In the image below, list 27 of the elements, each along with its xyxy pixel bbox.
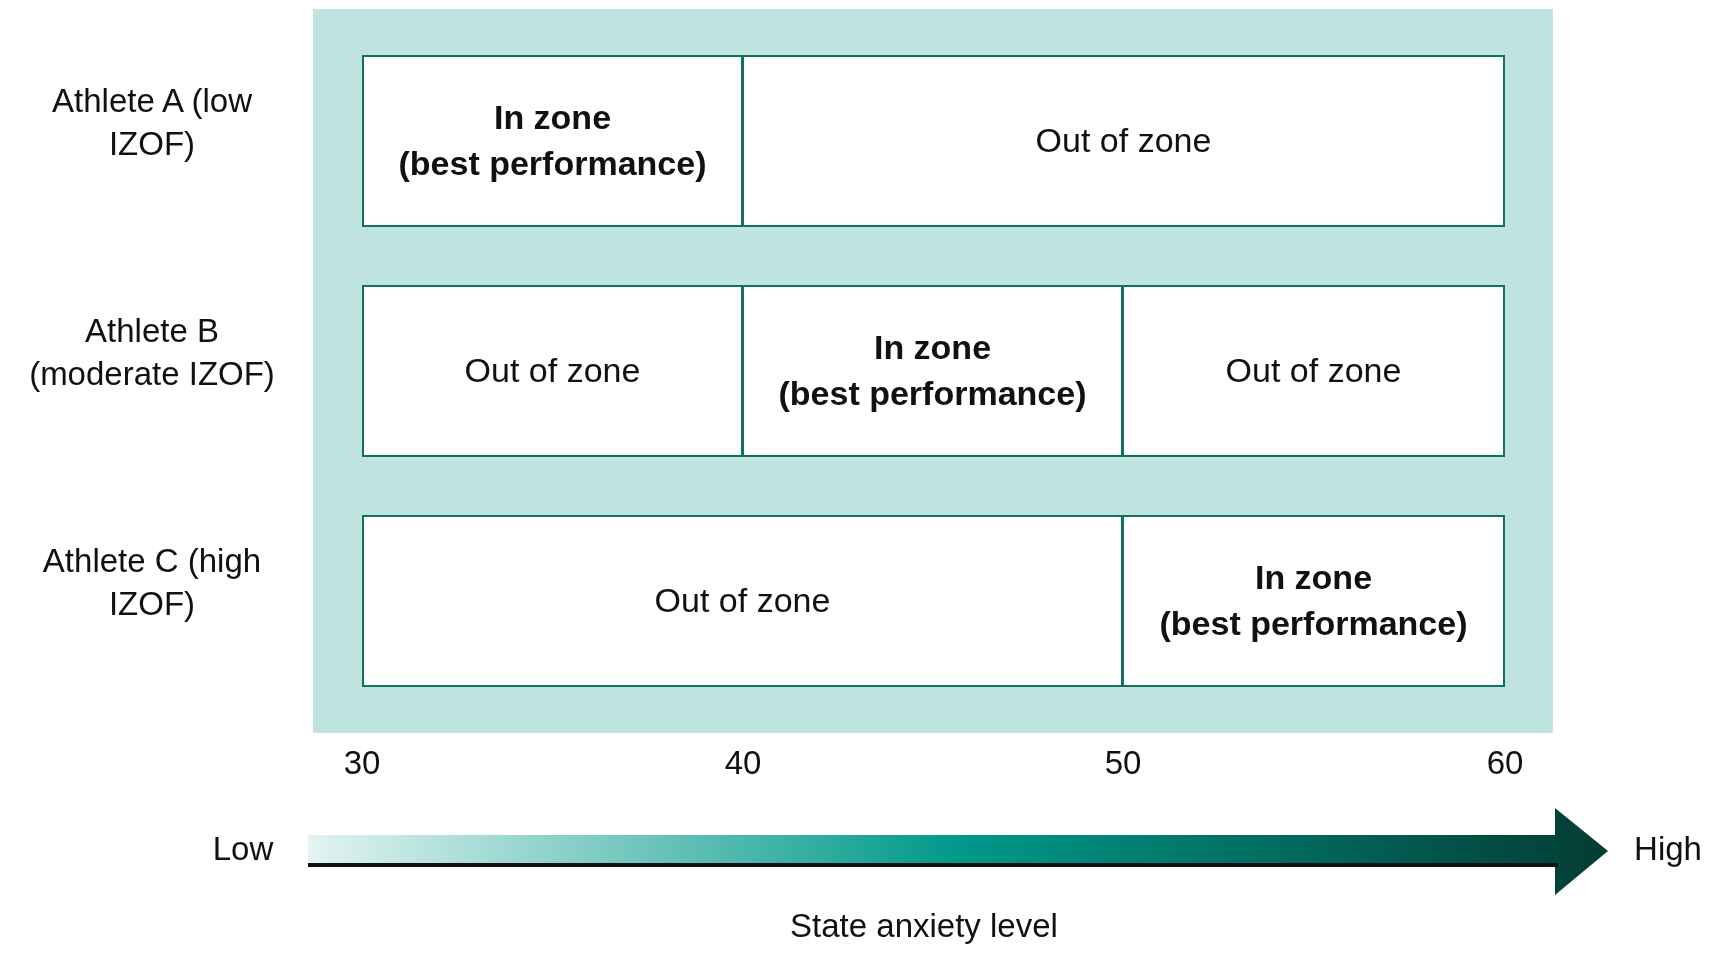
zone-segment: [742, 285, 1123, 457]
zone-segment: [1122, 515, 1505, 687]
row-label: Athlete B (moderate IZOF): [28, 311, 276, 394]
axis-title: State anxiety level: [789, 906, 1059, 946]
zone-segment: [362, 285, 743, 457]
zone-label: In zone: [493, 97, 612, 139]
zone-label: In zone: [1254, 557, 1373, 599]
zone-label: Out of zone: [1035, 120, 1212, 162]
zone-segment: [1122, 285, 1505, 457]
tick-label: 50: [1103, 743, 1143, 783]
tick-label: 40: [723, 743, 763, 783]
row-label: Athlete A (low IZOF): [51, 81, 253, 164]
zone-label: Out of zone: [1225, 350, 1402, 392]
row-label: Athlete C (high IZOF): [42, 541, 262, 624]
axis-end-label: Low: [211, 829, 275, 869]
zone-label: (best performance): [1159, 603, 1468, 644]
zone-label: In zone: [873, 327, 992, 369]
zone-segment: [362, 515, 1123, 687]
zone-label: (best performance): [398, 143, 707, 184]
zone-segment: [742, 55, 1505, 227]
tick-label: 30: [342, 743, 382, 783]
zone-segment: [362, 55, 743, 227]
axis-end-label: High: [1633, 829, 1703, 869]
zone-label: Out of zone: [654, 580, 831, 622]
tick-label: 60: [1485, 743, 1525, 783]
zone-label: (best performance): [778, 373, 1087, 414]
zone-label: Out of zone: [464, 350, 641, 392]
